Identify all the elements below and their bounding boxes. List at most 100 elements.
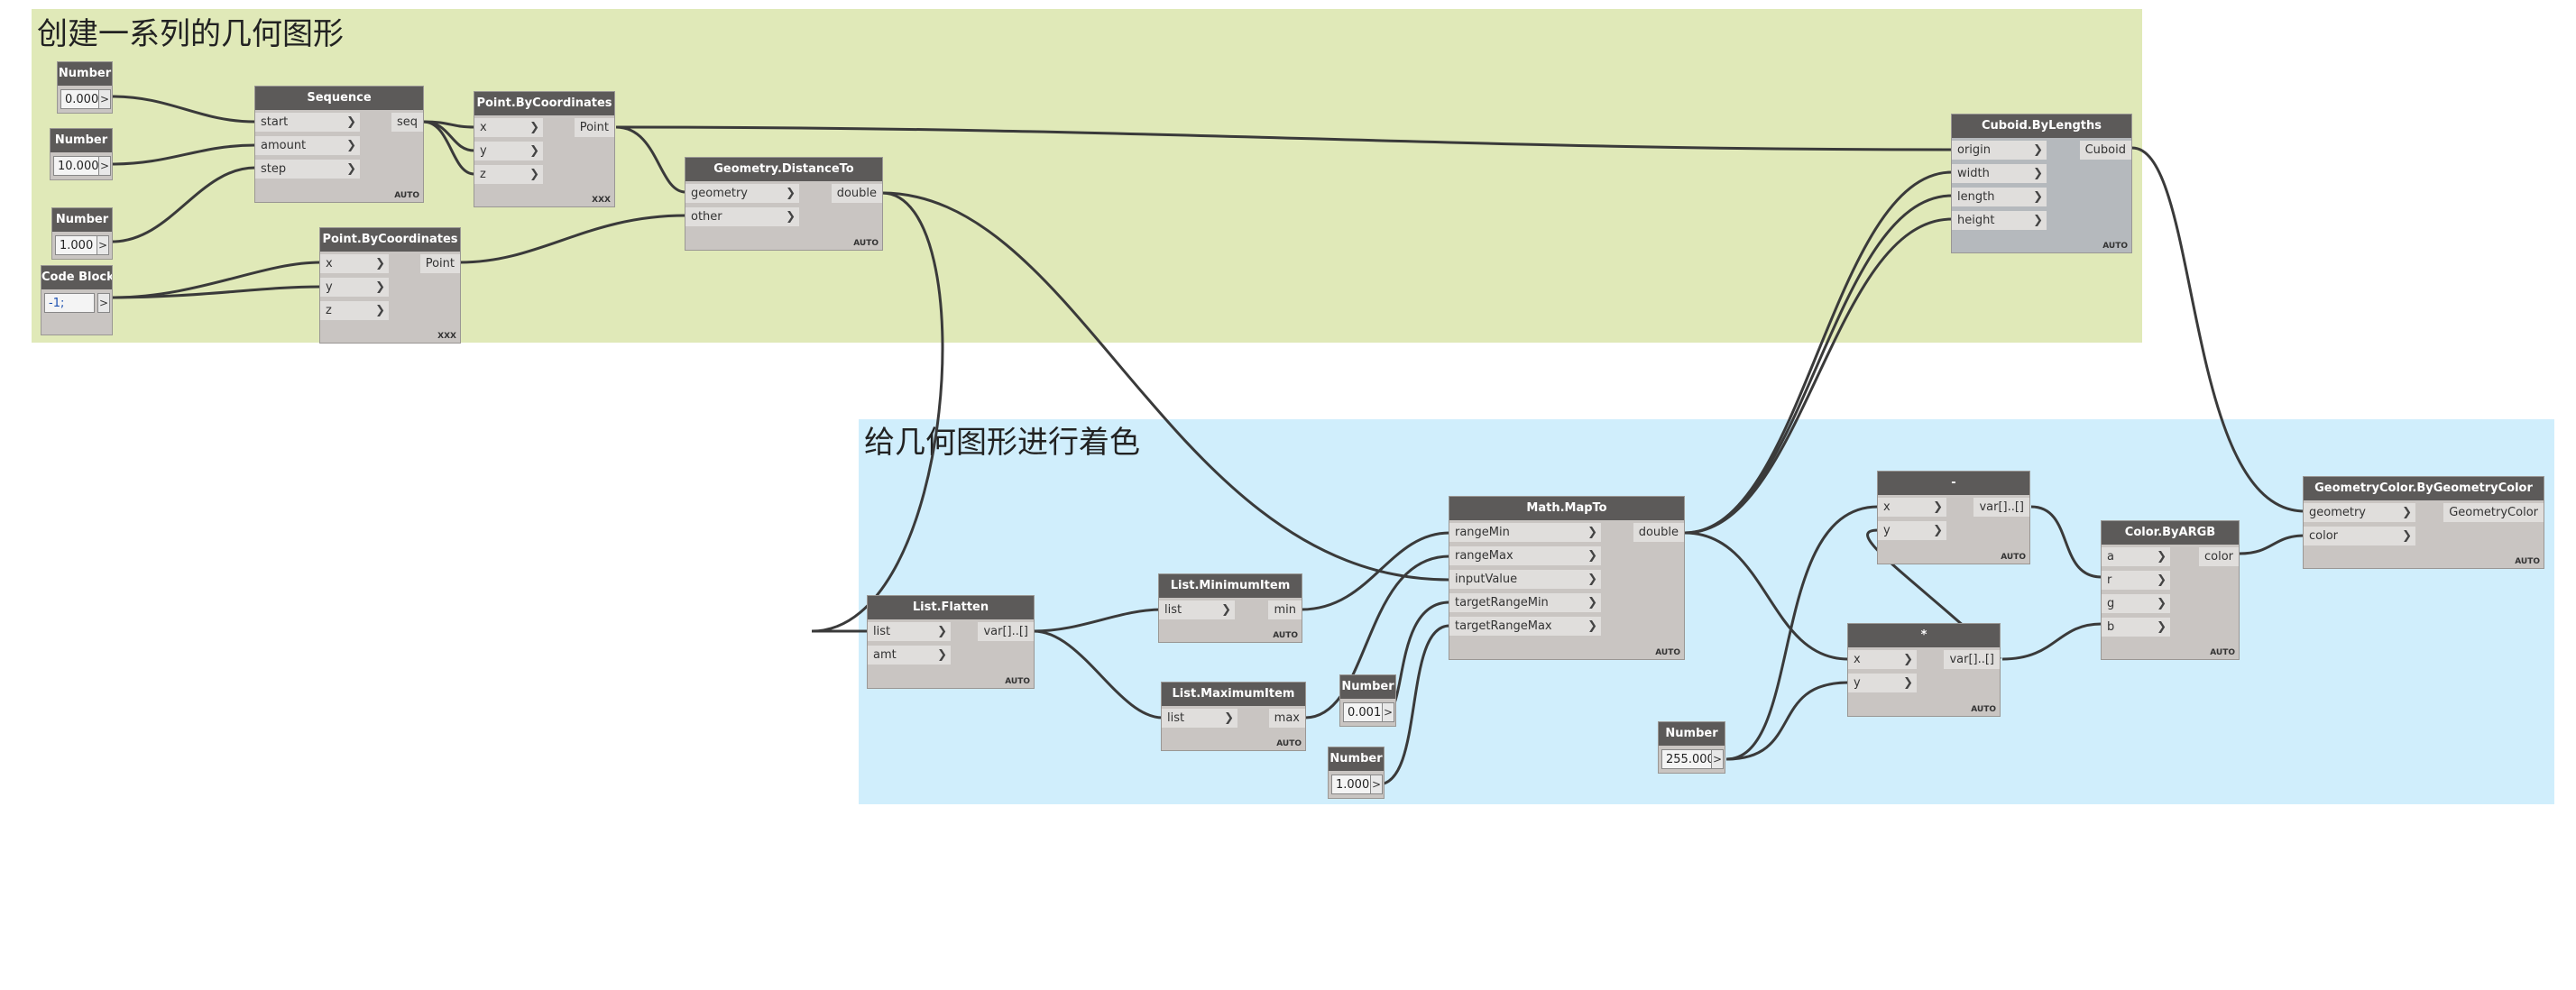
output-port[interactable]: Point bbox=[419, 254, 460, 273]
color-by-argb-node[interactable]: Color.ByARGB a❯ r❯ g❯ b❯ color AUTO bbox=[2101, 520, 2240, 660]
port-label: amt bbox=[873, 648, 897, 662]
code-block-editor[interactable]: -1; bbox=[44, 293, 95, 313]
number-node-start[interactable]: Number 0.000 > bbox=[57, 61, 113, 114]
input-port[interactable]: color❯ bbox=[2304, 527, 2415, 545]
input-port[interactable]: x❯ bbox=[474, 118, 543, 137]
chevron-right-icon: ❯ bbox=[375, 304, 385, 317]
subtract-node[interactable]: - x❯ y❯ var[]..[] AUTO bbox=[1877, 471, 2030, 564]
input-port[interactable]: list❯ bbox=[868, 622, 951, 641]
multiply-node[interactable]: * x❯ y❯ var[]..[] AUTO bbox=[1847, 623, 2001, 717]
input-port[interactable]: amt❯ bbox=[868, 646, 951, 665]
input-port[interactable]: y❯ bbox=[1848, 674, 1917, 692]
input-port[interactable]: b❯ bbox=[2102, 618, 2170, 637]
output-port[interactable]: double bbox=[831, 184, 882, 203]
geometry-color-node[interactable]: GeometryColor.ByGeometryColor geometry❯ … bbox=[2303, 476, 2544, 569]
input-port[interactable]: y❯ bbox=[474, 142, 543, 160]
input-port[interactable]: rangeMax❯ bbox=[1449, 546, 1601, 565]
number-value[interactable]: 10.000 bbox=[53, 156, 104, 176]
geometry-distance-to-node[interactable]: Geometry.DistanceTo geometry❯ other❯ dou… bbox=[685, 157, 883, 251]
list-maximum-item-node[interactable]: List.MaximumItem list❯ max AUTO bbox=[1161, 682, 1306, 751]
node-title: Point.ByCoordinates bbox=[320, 228, 460, 252]
number-button[interactable]: > bbox=[98, 89, 111, 109]
lacing-label: XXX bbox=[437, 332, 456, 341]
input-port[interactable]: y❯ bbox=[1878, 521, 1946, 540]
output-port[interactable]: Cuboid bbox=[2079, 141, 2131, 160]
input-port[interactable]: length❯ bbox=[1952, 188, 2047, 206]
output-port[interactable]: seq bbox=[391, 113, 423, 132]
number-button[interactable]: > bbox=[97, 235, 109, 255]
input-port[interactable]: step❯ bbox=[255, 160, 360, 179]
output-port[interactable]: max bbox=[1268, 709, 1305, 728]
input-port[interactable]: height❯ bbox=[1952, 211, 2047, 230]
input-port[interactable]: targetRangeMin❯ bbox=[1449, 593, 1601, 612]
number-value[interactable]: 255.000 bbox=[1661, 749, 1719, 769]
port-label: other bbox=[691, 210, 722, 224]
number-node-step[interactable]: Number 1.000 > bbox=[51, 207, 113, 260]
output-port[interactable]: var[]..[] bbox=[978, 622, 1034, 641]
input-port[interactable]: targetRangeMax❯ bbox=[1449, 617, 1601, 636]
output-port[interactable]: var[]..[] bbox=[1944, 650, 2000, 669]
number-node-target-max[interactable]: Number 1.000 > bbox=[1328, 747, 1385, 799]
input-port[interactable]: other❯ bbox=[685, 207, 799, 226]
input-port[interactable]: geometry❯ bbox=[2304, 503, 2415, 522]
port-label: list bbox=[873, 625, 891, 638]
output-port[interactable]: min bbox=[1268, 600, 1302, 619]
point-by-coordinates-node[interactable]: Point.ByCoordinates x❯ y❯ z❯ Point XXX bbox=[319, 227, 461, 344]
lacing-label: XXX bbox=[592, 196, 611, 205]
number-node-255[interactable]: Number 255.000 > bbox=[1658, 721, 1725, 774]
port-label: x bbox=[480, 121, 487, 134]
list-flatten-node[interactable]: List.Flatten list❯ amt❯ var[]..[] AUTO bbox=[867, 595, 1035, 689]
input-port[interactable]: width❯ bbox=[1952, 164, 2047, 183]
code-block-node[interactable]: Code Block -1; > bbox=[41, 265, 113, 335]
input-port[interactable]: g❯ bbox=[2102, 594, 2170, 613]
input-port[interactable]: amount❯ bbox=[255, 136, 360, 155]
input-port[interactable]: geometry❯ bbox=[685, 184, 799, 203]
chevron-right-icon: ❯ bbox=[2033, 167, 2043, 180]
sequence-node[interactable]: Sequence start❯ amount❯ step❯ seq AUTO bbox=[254, 86, 424, 203]
node-title: GeometryColor.ByGeometryColor bbox=[2304, 477, 2544, 500]
cuboid-by-lengths-node[interactable]: Cuboid.ByLengths origin❯ width❯ length❯ … bbox=[1951, 114, 2132, 253]
input-port[interactable]: rangeMin❯ bbox=[1449, 523, 1601, 542]
node-title: * bbox=[1848, 624, 2000, 647]
number-button[interactable]: > bbox=[98, 156, 111, 176]
input-port[interactable]: list❯ bbox=[1159, 600, 1235, 619]
output-port[interactable]: double bbox=[1633, 523, 1684, 542]
number-value[interactable]: 1.000 bbox=[1331, 775, 1375, 794]
number-value[interactable]: 1.000 bbox=[55, 235, 98, 255]
code-block-button[interactable]: > bbox=[97, 293, 110, 313]
wire bbox=[2001, 622, 2102, 661]
number-node-amount[interactable]: Number 10.000 > bbox=[50, 128, 113, 180]
lacing-label: AUTO bbox=[2515, 557, 2540, 566]
number-value[interactable]: 0.000 bbox=[60, 89, 104, 109]
input-port[interactable]: list❯ bbox=[1162, 709, 1237, 728]
number-button[interactable]: > bbox=[1370, 775, 1383, 794]
number-button[interactable]: > bbox=[1711, 749, 1724, 769]
chevron-right-icon: ❯ bbox=[2033, 143, 2043, 157]
input-port[interactable]: start❯ bbox=[255, 113, 360, 132]
output-port[interactable]: color bbox=[2198, 547, 2239, 566]
list-minimum-item-node[interactable]: List.MinimumItem list❯ min AUTO bbox=[1158, 573, 1302, 643]
chevron-right-icon: ❯ bbox=[529, 144, 539, 158]
input-port[interactable]: x❯ bbox=[1878, 498, 1946, 517]
input-port[interactable]: a❯ bbox=[2102, 547, 2170, 566]
number-node-target-min[interactable]: Number 0.001 > bbox=[1339, 674, 1396, 727]
input-port[interactable]: inputValue❯ bbox=[1449, 570, 1601, 589]
node-title: Number bbox=[1340, 675, 1395, 699]
wire bbox=[811, 191, 944, 633]
input-port[interactable]: z❯ bbox=[320, 301, 389, 320]
number-value[interactable]: 0.001 bbox=[1343, 702, 1386, 722]
input-port[interactable]: origin❯ bbox=[1952, 141, 2047, 160]
output-port[interactable]: Point bbox=[574, 118, 614, 137]
input-port[interactable]: r❯ bbox=[2102, 571, 2170, 590]
math-map-to-node[interactable]: Math.MapTo rangeMin❯ rangeMax❯ inputValu… bbox=[1449, 496, 1685, 660]
input-port[interactable]: x❯ bbox=[320, 254, 389, 273]
node-title: Math.MapTo bbox=[1449, 497, 1684, 520]
input-port[interactable]: x❯ bbox=[1848, 650, 1917, 669]
output-port[interactable]: var[]..[] bbox=[1973, 498, 2029, 517]
number-button[interactable]: > bbox=[1382, 702, 1394, 722]
point-by-coordinates-node[interactable]: Point.ByCoordinates x❯ y❯ z❯ Point XXX bbox=[474, 91, 615, 207]
output-port[interactable]: GeometryColor bbox=[2443, 503, 2544, 522]
input-port[interactable]: y❯ bbox=[320, 278, 389, 297]
node-title: Number bbox=[1659, 722, 1725, 746]
input-port[interactable]: z❯ bbox=[474, 165, 543, 184]
